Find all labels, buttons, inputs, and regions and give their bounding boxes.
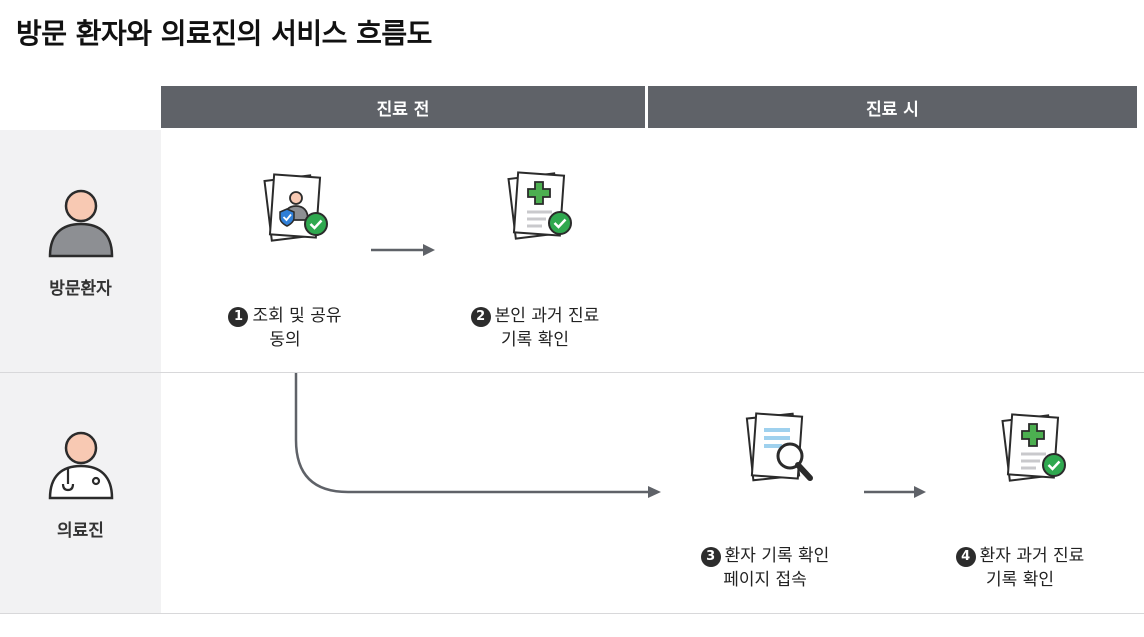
- document-search-icon: [740, 410, 830, 494]
- column-header-label: 진료 전: [376, 99, 430, 120]
- step-text: 조회 및 공유 동의: [252, 306, 342, 350]
- medical-document-check-icon: [994, 410, 1074, 494]
- row-divider: [0, 372, 1144, 373]
- doctor-stethoscope-icon: [48, 431, 113, 500]
- column-header-during-treatment: 진료 시: [648, 86, 1137, 128]
- step-text: 본인 과거 진료 기록 확인: [494, 306, 600, 350]
- step-number-badge: 1: [228, 307, 249, 327]
- step-text: 환자 기록 확인 페이지 접속: [723, 546, 830, 590]
- actor-patient: 방문환자: [0, 186, 161, 299]
- arrow-step1-to-step2: [371, 244, 435, 256]
- arrow-patient-to-staff-page: [294, 373, 661, 498]
- step-number-badge: 3: [700, 547, 721, 567]
- actor-label-medical-staff: 의료진: [57, 521, 104, 541]
- patient-person-icon: [48, 189, 113, 258]
- actor-medical-staff: 의료진: [0, 428, 161, 541]
- medical-document-check-icon: [500, 168, 580, 252]
- actor-label-patient: 방문환자: [49, 279, 112, 299]
- row-divider-bottom: [0, 613, 1144, 614]
- column-header-label: 진료 시: [866, 99, 919, 120]
- step-text: 환자 과거 진료 기록 확인: [979, 546, 1085, 590]
- document-user-shield-check-icon: [256, 170, 336, 254]
- arrow-step3-to-step4: [864, 486, 926, 498]
- step-number-badge: 2: [470, 307, 491, 327]
- page-title: 방문 환자와 의료진의 서비스 흐름도: [16, 17, 432, 50]
- step-number-badge: 4: [955, 547, 976, 567]
- column-header-before-treatment: 진료 전: [161, 86, 645, 128]
